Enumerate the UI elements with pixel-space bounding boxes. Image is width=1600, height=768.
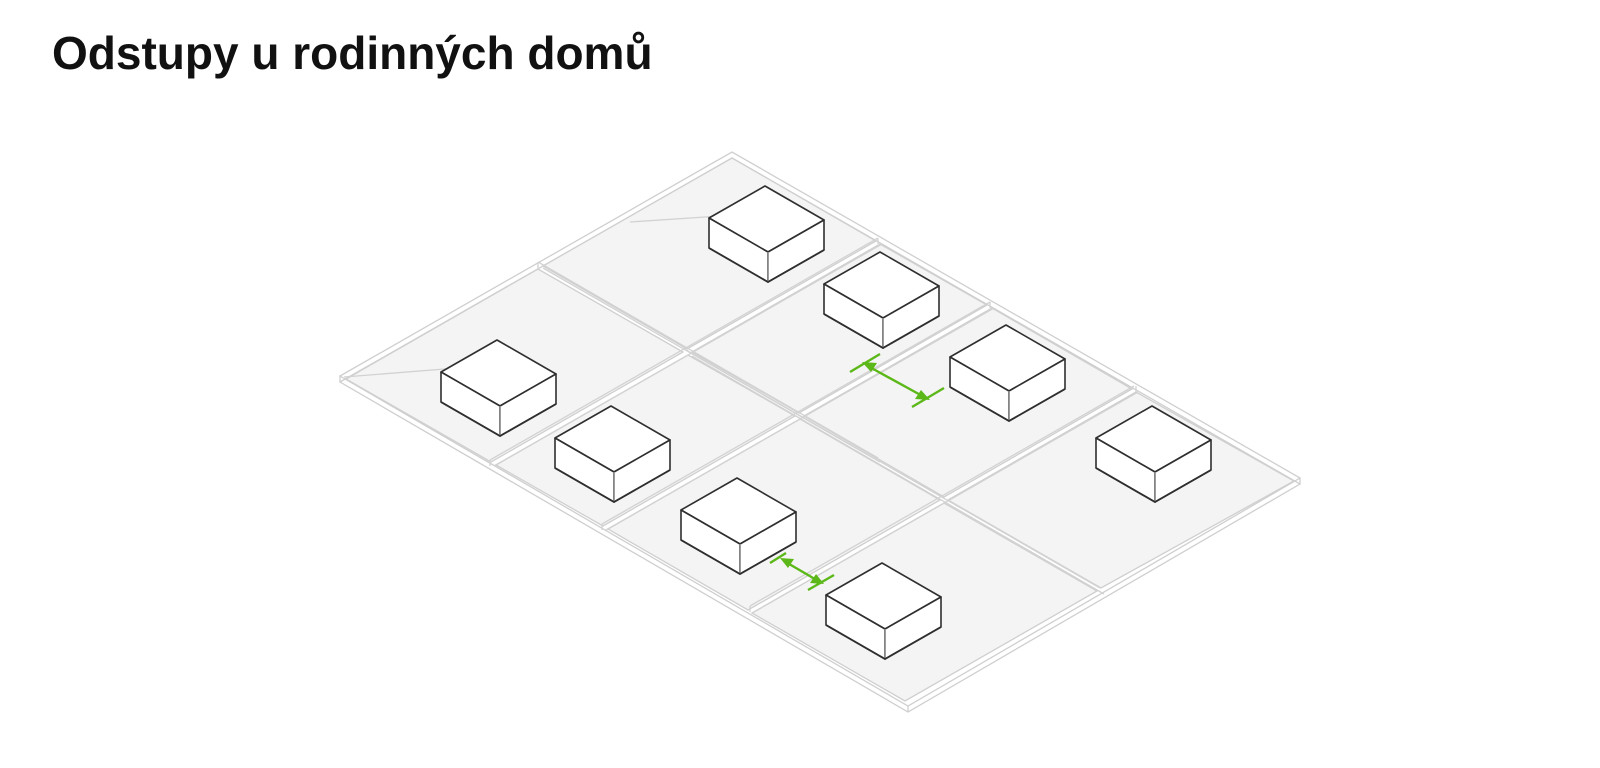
- page-title: Odstupy u rodinných domů: [52, 27, 653, 79]
- roads: [343, 215, 1139, 613]
- distance-marker-2: [769, 551, 835, 592]
- distance-marker-1: [849, 352, 945, 409]
